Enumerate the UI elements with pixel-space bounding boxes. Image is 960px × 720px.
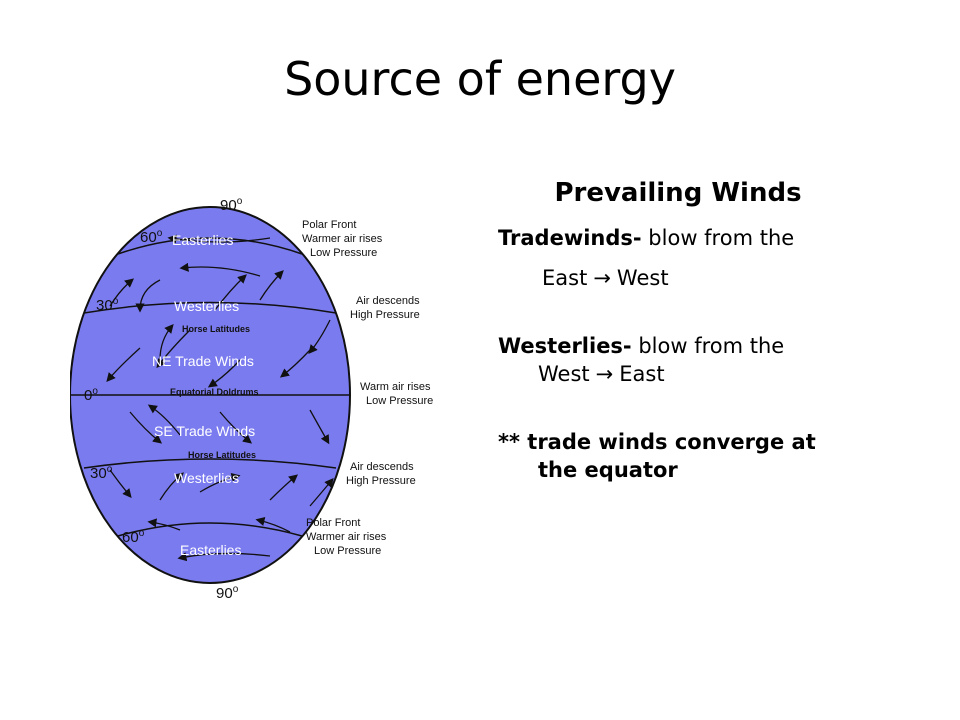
- note-line-2: the equator: [538, 458, 678, 482]
- band-horse-latitudes-top: Horse Latitudes: [182, 324, 250, 334]
- latitude-line-60s: [117, 522, 303, 537]
- lat-label-90-top: 90o: [220, 196, 243, 214]
- lat-label-0: 0o: [84, 386, 98, 404]
- global-wind-diagram: Easterlies Westerlies NE Trade Winds SE …: [70, 180, 450, 610]
- note-line-1: ** trade winds converge at: [498, 430, 816, 454]
- tradewinds-to: West: [616, 266, 669, 290]
- lat-label-30-top: 30o: [96, 296, 119, 314]
- slide-title: Source of energy: [284, 52, 676, 106]
- tradewinds-term: Tradewinds-: [498, 226, 642, 250]
- note-equator-2: Low Pressure: [366, 395, 433, 407]
- note-polar-bottom-1: Polar Front: [306, 517, 360, 529]
- lat-label-30-bottom: 30o: [90, 464, 113, 482]
- note-polar-bottom-2: Warmer air rises: [306, 531, 387, 543]
- band-easterlies-top: Easterlies: [172, 232, 233, 248]
- westerlies-direction: West→East: [498, 360, 938, 388]
- note-30s-2: High Pressure: [346, 475, 416, 487]
- lat-label-90-bottom: 90o: [216, 584, 239, 602]
- band-easterlies-bottom: Easterlies: [180, 542, 241, 558]
- lat-label-60-top: 60o: [140, 228, 163, 246]
- tradewinds-direction: East→West: [498, 264, 938, 292]
- westerlies-to: East: [619, 362, 665, 386]
- wind-arrows: [106, 234, 334, 562]
- westerlies-desc: blow from the: [631, 334, 785, 358]
- band-se-trade-winds: SE Trade Winds: [154, 423, 255, 439]
- band-westerlies-top: Westerlies: [174, 298, 239, 314]
- band-horse-latitudes-bottom: Horse Latitudes: [188, 450, 256, 460]
- westerlies-line: Westerlies- blow from the: [498, 332, 938, 360]
- note-equator-1: Warm air rises: [360, 381, 431, 393]
- band-ne-trade-winds: NE Trade Winds: [152, 353, 254, 369]
- note-30n-1: Air descends: [356, 295, 420, 307]
- westerlies-from: West: [538, 362, 590, 386]
- band-westerlies-bottom: Westerlies: [174, 470, 239, 486]
- tradewinds-desc: blow from the: [641, 226, 795, 250]
- tradewinds-from: East: [542, 266, 588, 290]
- band-equatorial-doldrums: Equatorial Doldrums: [170, 387, 259, 397]
- note-30s-1: Air descends: [350, 461, 414, 473]
- note-polar-top-3: Low Pressure: [310, 247, 377, 259]
- arrow-right-icon: →: [593, 266, 611, 290]
- westerlies-term: Westerlies-: [498, 334, 632, 358]
- latitude-line-60n: [117, 237, 303, 255]
- arrow-right-icon: →: [595, 362, 614, 386]
- tradewinds-line: Tradewinds- blow from the: [498, 224, 938, 252]
- latitude-line-30s: [83, 458, 337, 469]
- note-30n-2: High Pressure: [350, 309, 420, 321]
- note-polar-top-1: Polar Front: [302, 219, 356, 231]
- note-polar-bottom-3: Low Pressure: [314, 545, 381, 557]
- note-polar-top-2: Warmer air rises: [302, 233, 383, 245]
- panel-heading: Prevailing Winds: [554, 178, 802, 208]
- wind-globe-svg: Easterlies Westerlies NE Trade Winds SE …: [70, 196, 433, 602]
- latitude-line-30n: [83, 301, 337, 314]
- lat-label-60-bottom: 60o: [122, 528, 145, 546]
- prevailing-winds-panel: Prevailing Winds Tradewinds- blow from t…: [498, 178, 938, 484]
